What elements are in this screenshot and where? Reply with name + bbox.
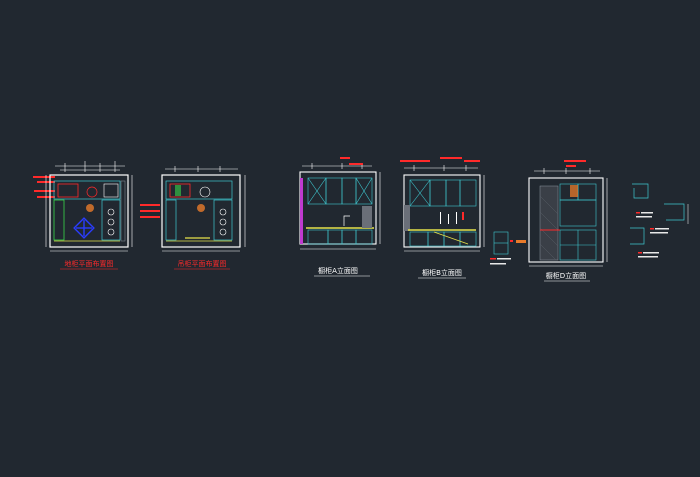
elevation-b-title: 橱柜B立面图 — [422, 268, 462, 277]
wall-cabinet-plan: 吊柜平面布置图 — [161, 166, 246, 270]
elevation-a: 橱柜A立面图 — [299, 157, 381, 277]
floor-cabinet-plan-title: 地柜平面布置图 — [65, 259, 114, 268]
elevation-d: 橱柜D立面图 — [528, 160, 608, 282]
elevation-a-title: 橱柜A立面图 — [318, 266, 358, 275]
elevation-b-detail — [490, 231, 513, 265]
node-details — [630, 183, 689, 258]
wall-cabinet-plan-title: 吊柜平面布置图 — [178, 259, 227, 268]
connector-marks — [140, 204, 160, 218]
elevation-b: 橱柜B立面图 — [400, 157, 485, 279]
elevation-d-title: 橱柜D立面图 — [546, 271, 586, 280]
floor-cabinet-plan: 地柜平面布置图 — [33, 161, 133, 270]
joint-mark — [516, 240, 526, 243]
